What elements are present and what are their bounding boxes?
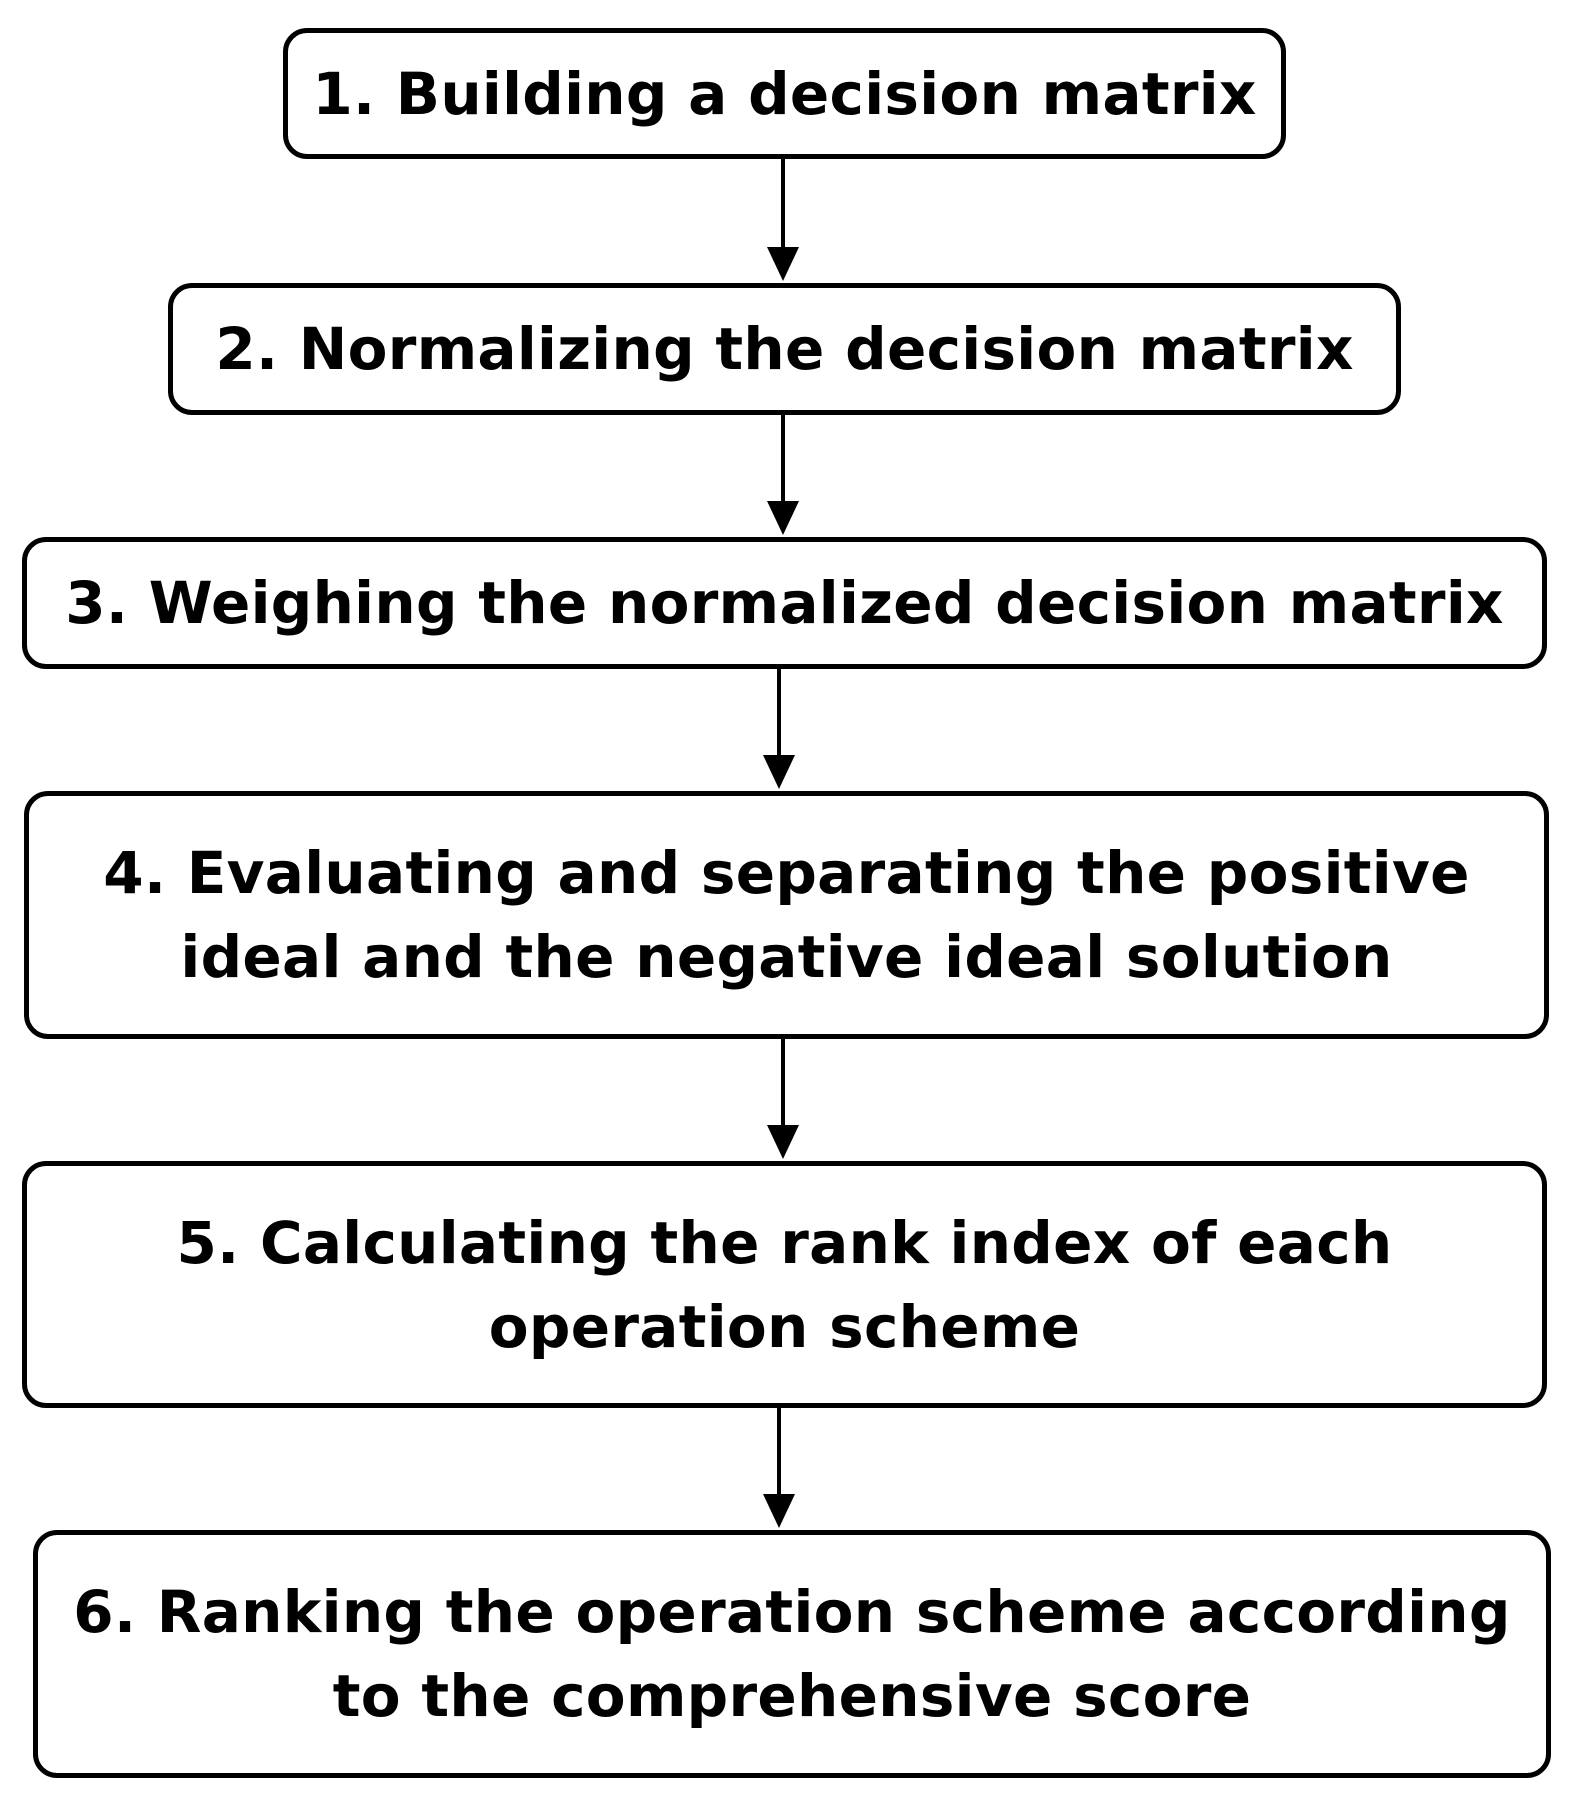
arrow-shaft bbox=[781, 415, 785, 505]
step-label-line: 4. Evaluating and separating the positiv… bbox=[103, 839, 1470, 907]
step-label: 4. Evaluating and separating the positiv… bbox=[103, 831, 1469, 999]
step-label: 1. Building a decision matrix bbox=[312, 52, 1256, 136]
arrow-shaft bbox=[781, 1039, 785, 1129]
arrow-down-icon bbox=[767, 501, 799, 535]
step-box-building-decision-matrix: 1. Building a decision matrix bbox=[283, 28, 1286, 159]
step-label: 3. Weighing the normalized decision matr… bbox=[65, 561, 1503, 645]
step-label-line: 5. Calculating the rank index of each bbox=[176, 1208, 1393, 1277]
flow-arrow bbox=[759, 669, 799, 789]
arrow-shaft bbox=[781, 159, 785, 251]
step-label-line: operation scheme bbox=[488, 1292, 1081, 1361]
step-label-line: to the comprehensive score bbox=[332, 1662, 1252, 1730]
step-label: 5. Calculating the rank index of each op… bbox=[177, 1201, 1393, 1369]
step-box-normalizing-decision-matrix: 2. Normalizing the decision matrix bbox=[168, 283, 1401, 415]
step-label: 2. Normalizing the decision matrix bbox=[215, 307, 1353, 391]
step-label-line: 2. Normalizing the decision matrix bbox=[215, 315, 1354, 383]
arrow-shaft bbox=[777, 669, 781, 759]
flow-arrow bbox=[763, 1039, 803, 1159]
step-label-line: 1. Building a decision matrix bbox=[312, 59, 1257, 128]
arrow-shaft bbox=[777, 1408, 781, 1498]
step-label: 6. Ranking the operation scheme accordin… bbox=[73, 1570, 1510, 1738]
arrow-down-icon bbox=[763, 1494, 795, 1528]
flow-arrow bbox=[763, 159, 803, 281]
step-label-line: ideal and the negative ideal solution bbox=[180, 923, 1393, 991]
step-box-weighing-normalized-matrix: 3. Weighing the normalized decision matr… bbox=[22, 537, 1547, 669]
step-box-calculating-rank-index: 5. Calculating the rank index of each op… bbox=[22, 1161, 1547, 1408]
arrow-down-icon bbox=[767, 247, 799, 281]
arrow-down-icon bbox=[767, 1125, 799, 1159]
flow-arrow bbox=[759, 1408, 799, 1528]
arrow-down-icon bbox=[763, 755, 795, 789]
step-box-evaluating-ideal-solutions: 4. Evaluating and separating the positiv… bbox=[24, 791, 1549, 1039]
flow-arrow bbox=[763, 415, 803, 535]
step-label-line: 6. Ranking the operation scheme accordin… bbox=[73, 1578, 1511, 1646]
step-label-line: 3. Weighing the normalized decision matr… bbox=[65, 569, 1504, 637]
step-box-ranking-operation-scheme: 6. Ranking the operation scheme accordin… bbox=[33, 1530, 1551, 1778]
